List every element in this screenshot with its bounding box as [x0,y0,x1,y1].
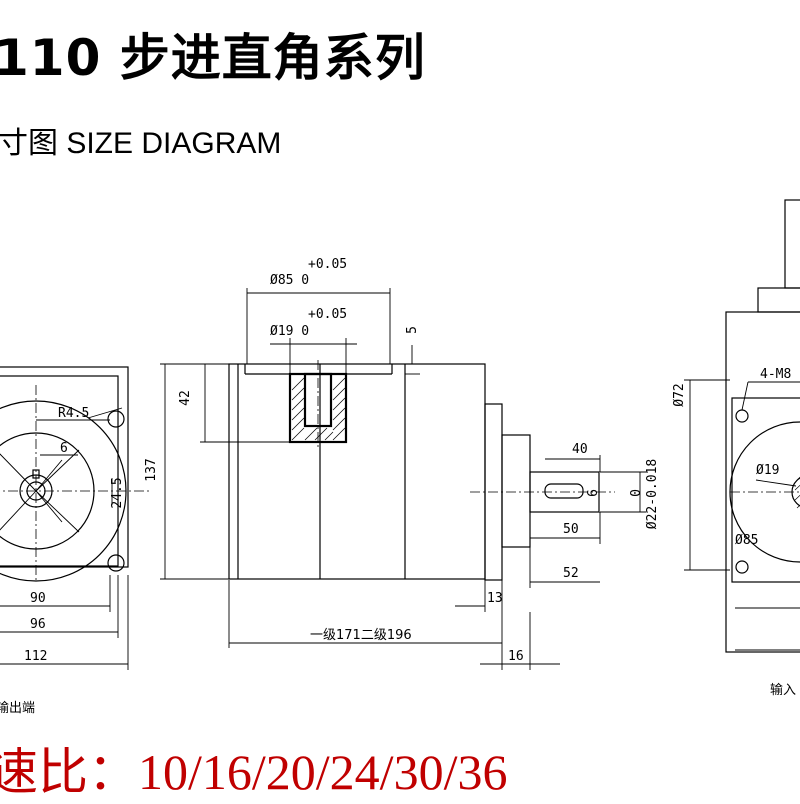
shaft-key [544,483,584,499]
dim-19-label: Ø19 0 [270,324,309,339]
dim-72-label: Ø72 [672,383,687,406]
motor-stub [784,199,800,289]
left-view-inner-frame [0,375,119,567]
page-title: 110 步进直角系列 [0,29,426,87]
input-end-label: 输入 [770,682,796,698]
gear-ratio-list: 速比：10/16/20/24/30/36 [0,744,508,800]
dim-50-label: 50 [563,522,579,537]
left-view-pilot-circle [0,432,95,550]
output-pilot [501,434,531,548]
dim-24-5-label: 24.5 [110,477,125,508]
dim-137-label: 137 [144,458,159,481]
left-view: 24.5 R4.5 6 90 96 112 输出端 [0,366,150,716]
dim-6-key-label: 6 [586,489,601,497]
mount-hole [735,409,749,423]
left-view-mount-hole [107,410,125,428]
dim-90-label: 90 [30,591,46,606]
dim-42-label: 42 [178,390,193,406]
size-diagram-subtitle: 寸图 SIZE DIAGRAM [0,127,282,160]
left-view-shaft-circle [19,474,53,508]
dim-96-label: 96 [30,617,46,632]
output-end-label: 输出端 [0,700,35,716]
shaft-tolerance-zero: 0 [629,489,644,497]
dim-52-label: 52 [563,566,579,581]
overall-length-label: 一级171二级196 [310,628,412,643]
dim-112-label: 112 [24,649,47,664]
dim-85-label: Ø85 0 [270,273,309,288]
dim-6-label: 6 [60,441,68,456]
right-view: Ø72 4-M8 Ø19 Ø85 输入 [672,199,800,698]
left-view-outer-circle [0,400,127,582]
gearbox-body [228,363,486,580]
holes-4-m8-label: 4-M8 [760,367,791,382]
shaft-diameter-label: Ø22-0.018 [645,459,660,529]
dim-85-tolerance: +0.05 [308,257,347,272]
side-view: +0.05 Ø85 0 +0.05 Ø19 0 5 42 137 40 50 5… [144,257,660,670]
dim-13-label: 13 [487,591,503,606]
dim-5-label: 5 [405,326,420,334]
left-view-keyway [32,469,40,479]
mount-hole [735,560,749,574]
left-view-mount-hole [107,554,125,572]
dim-19-tolerance: +0.05 [308,307,347,322]
dim-16-label: 16 [508,649,524,664]
radius-r4-5-label: R4.5 [58,406,89,421]
left-view-flange-outline [0,366,129,568]
left-view-shaft-hole [26,481,46,501]
dim-40-label: 40 [572,442,588,457]
dim-19-input-label: Ø19 [756,463,779,478]
input-flange-outline [725,311,800,653]
dim-85-input-label: Ø85 [735,533,758,548]
